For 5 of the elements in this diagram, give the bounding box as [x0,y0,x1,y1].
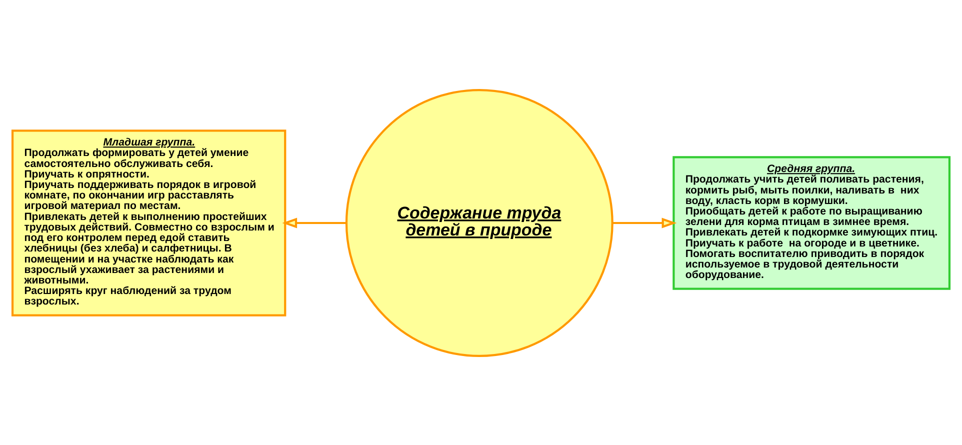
node-box: Младшая группа. Продолжать формировать у детей умение самостоятельно обслуживать себя. Приучать к опрятности. Приучать поддерживать порядок в игровой комнате, по окончании игр расставлять игровой материал по местам. Привлекать детей к выполнению простейших трудовых действий. Совместно со взрослым и под его контролем перед едой ставить хлебницы (без хлеба) и салфетницы. В помещении и на участке наблюдать как взрослый ухаживает за растениями и животными. Расширять круг наблюдений за трудом взрослых. [11,129,286,316]
node-circle: Содержание труда детей в природе [345,88,614,356]
arrow [282,217,346,228]
arrow [612,217,677,228]
node-box: Средняя группа. Продолжать учить детей поливать растения, кормить рыб, мыть поилки, наливать в них воду, класть корм в кормушки. Приобщать детей к работе по выращиванию зелени для корма птицам в зимнее время. Привлекать детей к подкормке зимующих птиц. Приучать к работе на огороде и в цветнике. Помогать воспитателю приводить в порядок используемое в трудовой деятельности оборудование. [672,156,951,290]
